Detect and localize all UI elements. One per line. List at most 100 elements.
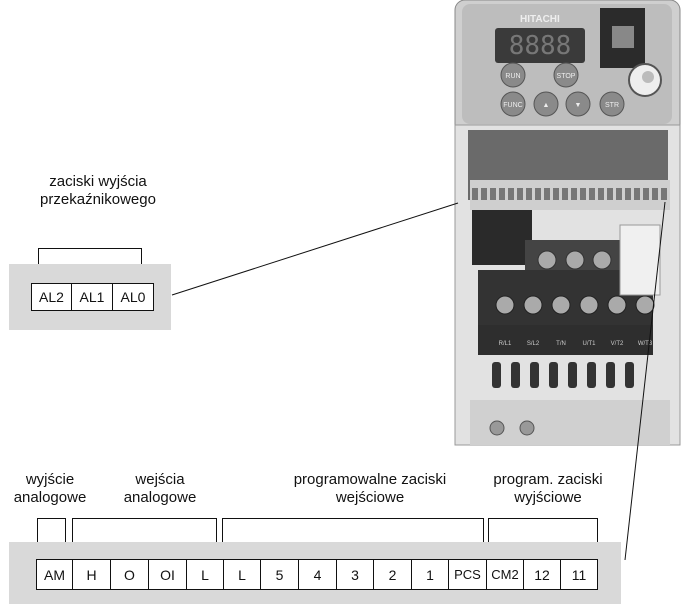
device-terminal-tooth <box>661 188 667 200</box>
programmable-in-label: programowalne zaciski wejściowe <box>270 471 470 507</box>
terminal-o-2: O <box>110 559 149 590</box>
device-button-0: RUN <box>500 62 526 88</box>
device-button-5: STR <box>599 91 625 117</box>
terminal-l-5: L <box>223 559 261 590</box>
terminal-2-9: 2 <box>373 559 412 590</box>
device-button-label-1: STOP <box>557 73 576 80</box>
device-terminal-mark-2: T/N <box>556 341 566 347</box>
device-vent <box>625 362 634 388</box>
device-vent <box>511 362 520 388</box>
device-terminal-tooth <box>472 188 478 200</box>
terminal-5-6: 5 <box>260 559 299 590</box>
relay-group-title: zaciski wyjścia przekaźnikowego <box>18 173 178 209</box>
programmable-out-line2: wyjściowe <box>514 489 582 506</box>
analog-in-bracket <box>72 518 217 542</box>
brand-logo: HITACHI <box>520 14 560 25</box>
terminal-12-13: 12 <box>523 559 561 590</box>
device-terminal-tooth <box>607 188 613 200</box>
device-screw <box>551 295 571 315</box>
analog-in-line2: analogowe <box>123 489 197 506</box>
terminal-cm2-12: CM2 <box>486 559 524 590</box>
device-vent <box>492 362 501 388</box>
device-terminal-tooth <box>634 188 640 200</box>
device-button-3: ▲ <box>533 91 559 117</box>
device-terminal-mark-5: W/T3 <box>638 341 653 347</box>
device-terminal-mark-0: R/L1 <box>499 341 512 347</box>
device-terminal-tooth <box>490 188 496 200</box>
analog-out-bracket <box>37 518 66 542</box>
programmable-out-bracket <box>488 518 598 542</box>
terminal-l-4: L <box>186 559 224 590</box>
device-terminal-tooth <box>526 188 532 200</box>
device-terminal-tooth <box>544 188 550 200</box>
device-terminal-tooth <box>598 188 604 200</box>
device-vent <box>530 362 539 388</box>
analog-in-label: wejścia analogowe <box>105 471 215 507</box>
device-terminal-tooth <box>571 188 577 200</box>
analog-out-label: wyjście analogowe <box>0 471 100 507</box>
relay-title-line2: przekaźnikowego <box>40 191 156 208</box>
device-terminal-tooth <box>481 188 487 200</box>
device-screw <box>635 295 655 315</box>
device-terminal-tooth <box>499 188 505 200</box>
programmable-out-label: program. zaciski wyjściowe <box>478 471 618 507</box>
device-button-label-4: ▼ <box>575 102 582 109</box>
terminal-3-8: 3 <box>336 559 374 590</box>
device-screw <box>565 250 585 270</box>
device-button-label-5: STR <box>605 102 619 109</box>
device-terminal-tooth <box>562 188 568 200</box>
terminal-leader-line <box>624 201 666 561</box>
device-screw <box>607 295 627 315</box>
device-terminal-tooth <box>535 188 541 200</box>
device-button-1: STOP <box>553 62 579 88</box>
terminal-al2: AL2 <box>31 283 72 311</box>
terminal-oi-3: OI <box>148 559 187 590</box>
terminal-1-10: 1 <box>411 559 449 590</box>
device-terminal-mark-1: S/L2 <box>527 341 540 347</box>
device-button-label-2: FUNC <box>503 102 522 109</box>
programmable-in-line2: wejściowe <box>335 489 405 506</box>
device-screw <box>495 295 515 315</box>
programmable-in-line1: programowalne zaciski <box>293 471 447 488</box>
device-vent <box>587 362 596 388</box>
device-terminal-mark-3: U/T1 <box>582 341 596 347</box>
device-terminal-tooth <box>616 188 622 200</box>
device-button-label-3: ▲ <box>543 102 550 109</box>
analog-out-line2: analogowe <box>13 489 87 506</box>
terminal-al0: AL0 <box>112 283 154 311</box>
relay-terminal-panel: AL2 AL1 AL0 <box>9 264 171 330</box>
terminal-h-1: H <box>72 559 111 590</box>
device-screw <box>537 250 557 270</box>
device-terminal-tooth <box>643 188 649 200</box>
device-vent <box>568 362 577 388</box>
relay-leader-line <box>171 202 459 296</box>
terminal-al1: AL1 <box>71 283 113 311</box>
analog-out-line1: wyjście <box>25 471 75 488</box>
terminal-am-0: AM <box>36 559 73 590</box>
programmable-in-bracket <box>222 518 484 542</box>
terminal-4-7: 4 <box>298 559 337 590</box>
display-digits: 8888 <box>509 31 572 61</box>
device-vent <box>606 362 615 388</box>
device-screw <box>523 295 543 315</box>
device-screw <box>592 250 612 270</box>
device-terminal-tooth <box>652 188 658 200</box>
programmable-out-line1: program. zaciski <box>493 471 603 488</box>
device-button-4: ▼ <box>565 91 591 117</box>
analog-in-line1: wejścia <box>135 471 185 488</box>
device-terminal-tooth <box>553 188 559 200</box>
device-vent <box>549 362 558 388</box>
device-button-label-0: RUN <box>505 73 520 80</box>
device-terminal-mark-4: V/T2 <box>611 341 624 347</box>
relay-title-line1: zaciski wyjścia <box>49 173 147 190</box>
device-terminal-tooth <box>508 188 514 200</box>
device-terminal-tooth <box>517 188 523 200</box>
terminal-pcs-11: PCS <box>448 559 487 590</box>
terminal-11-14: 11 <box>560 559 598 590</box>
device-screw <box>579 295 599 315</box>
device-terminal-tooth <box>625 188 631 200</box>
relay-bracket <box>38 248 142 264</box>
